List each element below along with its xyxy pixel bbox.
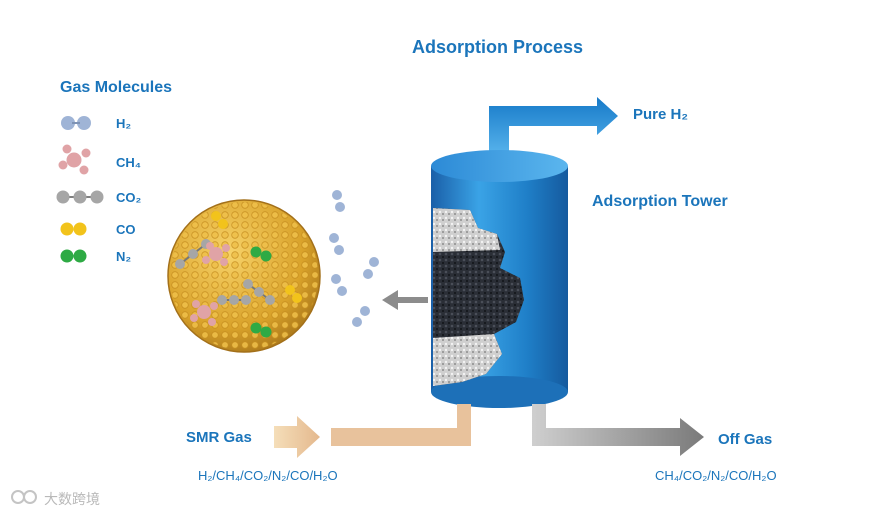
smr-gas-composition: H₂/CH₄/CO₂/N₂/CO/H₂O [198, 468, 338, 483]
captured-co-2 [285, 285, 302, 303]
captured-n2-1 [250, 246, 272, 262]
captured-n2-2 [250, 322, 272, 338]
off-gas-arrow [532, 404, 704, 456]
released-h2-molecules [329, 190, 379, 327]
legend-label-co: CO [116, 222, 136, 237]
pure-h2-label: Pure H₂ [633, 106, 689, 123]
watermark-text: 大数跨境 [44, 491, 100, 507]
legend-icons [56, 116, 104, 263]
co2-icon [56, 190, 104, 204]
release-arrow [382, 290, 428, 310]
pure-h2-arrow [489, 97, 618, 158]
adsorption-tower [431, 150, 568, 408]
diagram-title: Adsorption Process [412, 37, 584, 57]
h2-molecule [352, 306, 370, 327]
off-gas-composition: CH₄/CO₂/N₂/CO/H₂O [655, 468, 777, 483]
captured-co2-3 [243, 279, 275, 305]
legend-title: Gas Molecules [60, 79, 173, 96]
captured-co2-2 [217, 295, 251, 305]
watermark-logo-icon [11, 490, 37, 504]
co-icon [60, 222, 87, 236]
h2-icon [61, 116, 91, 130]
legend-label-co2: CO₂ [116, 190, 142, 205]
captured-co-1 [211, 211, 228, 229]
n2-icon [60, 249, 87, 263]
ch4-icon [58, 144, 91, 175]
h2-molecule [363, 257, 379, 279]
off-gas-label: Off Gas [718, 431, 773, 448]
captured-ch4-1 [202, 242, 230, 266]
legend-label-ch4: CH₄ [116, 155, 141, 170]
h2-molecule [331, 274, 347, 296]
tower-label: Adsorption Tower [592, 193, 728, 210]
h2-molecule [332, 190, 345, 212]
legend-label-n2: N₂ [116, 249, 132, 264]
adsorbent-sphere [167, 199, 321, 353]
smr-inlet-arrow [274, 404, 471, 458]
legend-label-h2: H₂ [116, 116, 132, 131]
h2-molecule [329, 233, 344, 255]
captured-ch4-2 [190, 300, 218, 326]
smr-gas-label: SMR Gas [186, 429, 252, 446]
